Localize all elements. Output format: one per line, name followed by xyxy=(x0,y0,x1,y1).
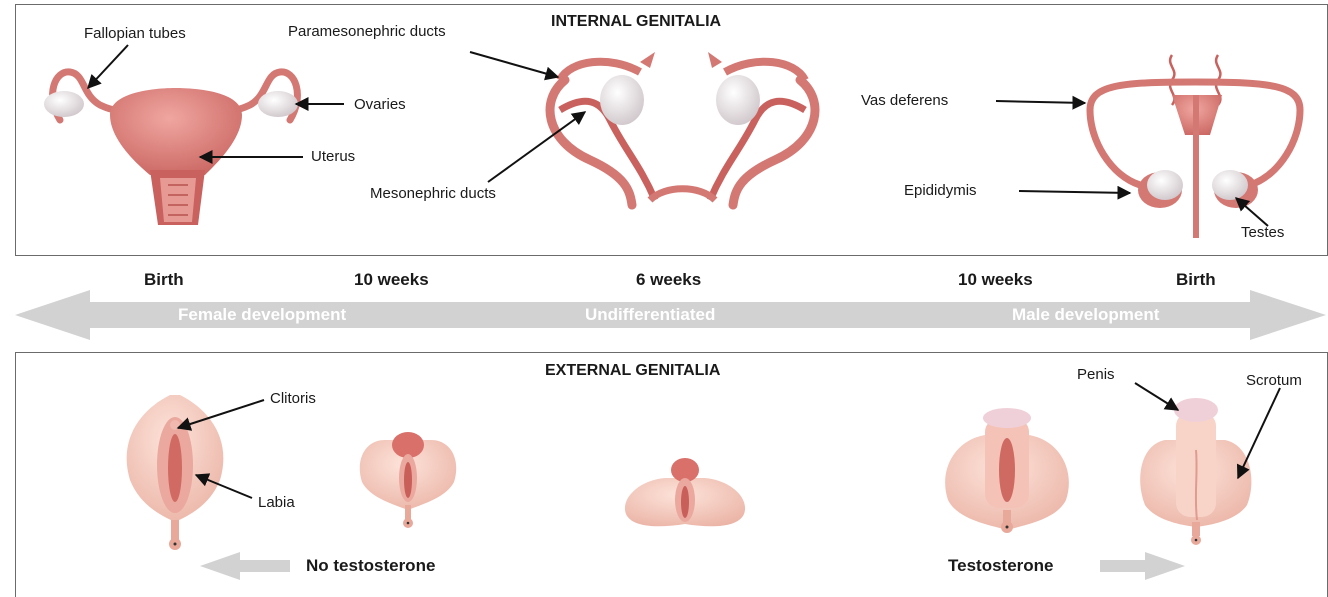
label-penis: Penis xyxy=(1077,366,1115,383)
label-vas-deferens: Vas deferens xyxy=(861,92,948,109)
male-internal-illustration xyxy=(1090,55,1300,238)
cue-testosterone: Testosterone xyxy=(948,556,1054,576)
left-testis-shape xyxy=(1147,170,1183,200)
left-ovary-shape xyxy=(44,91,84,117)
stage-female-10-weeks: 10 weeks xyxy=(354,270,429,290)
cue-no-testosterone: No testosterone xyxy=(306,556,435,576)
male-birth-external xyxy=(1140,398,1251,545)
label-epididymis: Epididymis xyxy=(904,182,977,199)
label-paramesonephric-ducts: Paramesonephric ducts xyxy=(288,23,446,40)
undifferentiated-internal-illustration xyxy=(550,52,815,205)
left-gonad-shape xyxy=(600,75,644,125)
label-scrotum: Scrotum xyxy=(1246,372,1302,389)
stage-6-weeks: 6 weeks xyxy=(636,270,701,290)
label-testes: Testes xyxy=(1241,224,1284,241)
label-fallopian-tubes: Fallopian tubes xyxy=(84,25,186,42)
label-ovaries: Ovaries xyxy=(354,96,406,113)
male-10wk-external xyxy=(945,408,1069,533)
no-testosterone-arrow xyxy=(200,552,290,580)
uterus-body-shape xyxy=(110,88,242,175)
female-internal-illustration xyxy=(44,72,298,225)
label-uterus: Uterus xyxy=(311,148,355,165)
external-genitalia-title: EXTERNAL GENITALIA xyxy=(545,362,720,380)
label-clitoris: Clitoris xyxy=(270,390,316,407)
stage-female-birth: Birth xyxy=(144,270,184,290)
female-10wk-external xyxy=(360,432,456,528)
testosterone-arrow xyxy=(1100,552,1185,580)
label-mesonephric-ducts: Mesonephric ducts xyxy=(370,185,496,202)
internal-genitalia-title: INTERNAL GENITALIA xyxy=(551,13,721,31)
right-ovary-shape xyxy=(258,91,298,117)
undifferentiated-external xyxy=(625,458,745,526)
right-testis-shape xyxy=(1212,170,1248,200)
band-female-development: Female development xyxy=(178,305,346,325)
stage-male-10-weeks: 10 weeks xyxy=(958,270,1033,290)
stage-male-birth: Birth xyxy=(1176,270,1216,290)
right-gonad-shape xyxy=(716,75,760,125)
band-male-development: Male development xyxy=(1012,305,1159,325)
band-undifferentiated: Undifferentiated xyxy=(585,305,715,325)
label-labia: Labia xyxy=(258,494,295,511)
